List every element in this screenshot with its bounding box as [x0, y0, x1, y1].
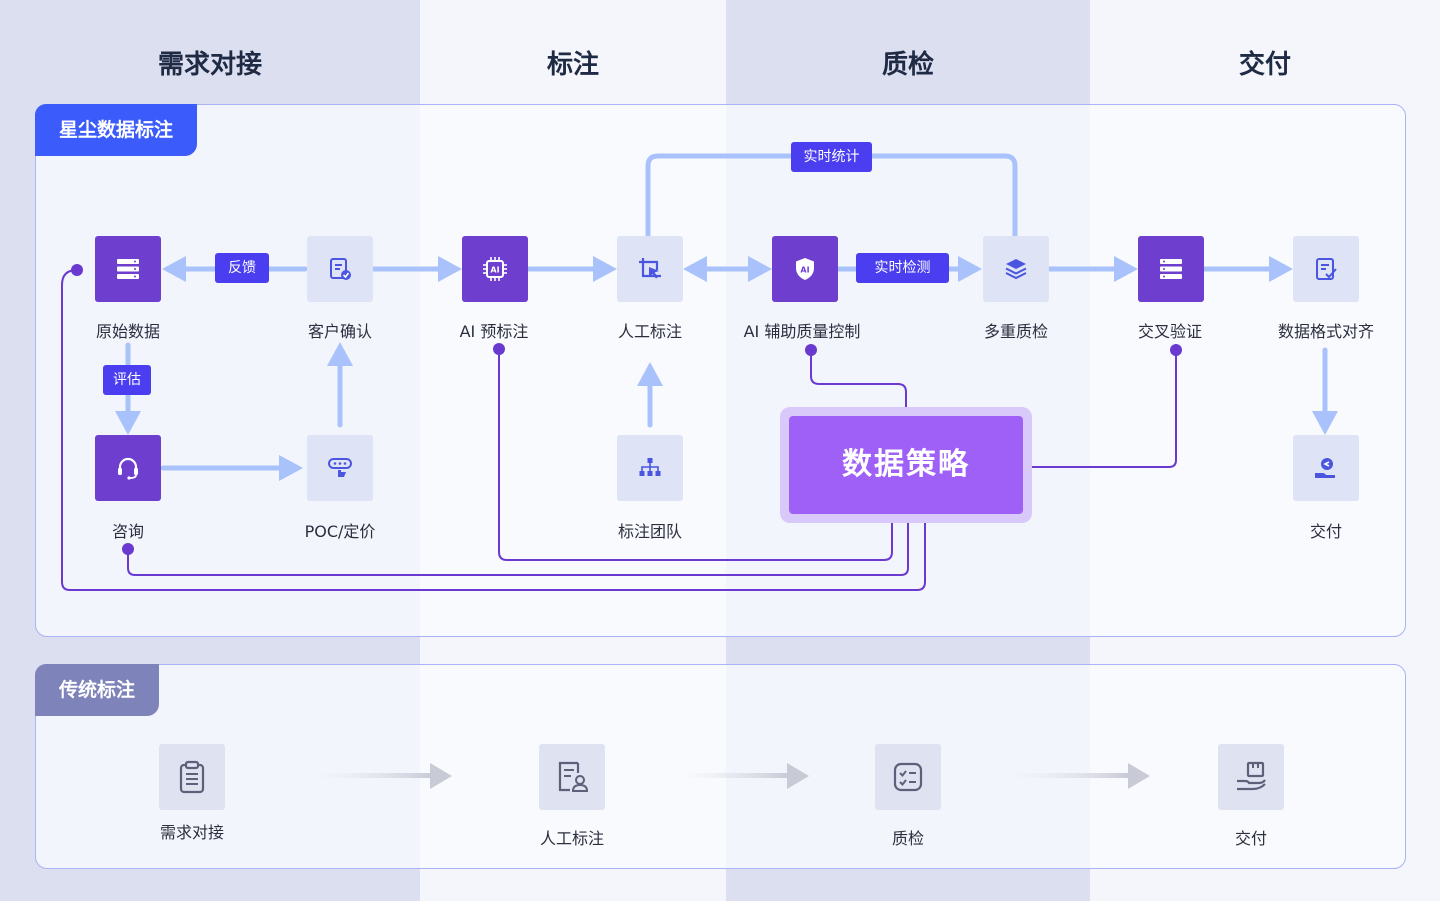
poc-pricing-label: POC/定价 — [304, 522, 376, 541]
profile-document-icon — [558, 761, 589, 792]
trad-manual-node — [539, 744, 605, 810]
multi-qc-node — [983, 236, 1049, 302]
raw-data-node — [95, 236, 161, 302]
ai-shield-icon: AI — [796, 258, 814, 280]
data-strategy-box: 数据策略 — [780, 407, 1032, 523]
cross-verify-node — [1138, 236, 1204, 302]
clipboard-icon — [179, 760, 205, 794]
crop-cursor-icon — [639, 258, 661, 279]
realtime-detect-pill: 实时检测 — [856, 253, 949, 283]
ai-qc-label: AI 辅助质量控制 — [743, 322, 861, 341]
trad-requirements-label: 需求对接 — [159, 823, 224, 842]
trad-qc-node — [875, 744, 941, 810]
trad-manual-label: 人工标注 — [539, 829, 604, 848]
server-icon — [1160, 259, 1182, 279]
ai-qc-node: AI — [772, 236, 838, 302]
deliver-node — [1293, 435, 1359, 501]
hand-package-icon — [1237, 761, 1266, 791]
column-heading-labeling: 标注 — [546, 50, 599, 80]
chat-tap-icon — [328, 458, 352, 477]
trad-requirements-node — [159, 744, 225, 810]
trad-deliver-node — [1218, 744, 1284, 810]
trad-deliver-label: 交付 — [1234, 829, 1267, 848]
checklist-icon — [893, 762, 923, 792]
document-check-icon — [330, 258, 351, 280]
poc-pricing-node — [307, 435, 373, 501]
traditional-panel: 传统标注 — [35, 664, 1406, 869]
arrowhead — [162, 256, 186, 282]
format-align-label: 数据格式对齐 — [1277, 322, 1374, 341]
label-team-label: 标注团队 — [617, 522, 682, 541]
data-strategy-label: 数据策略 — [789, 416, 1023, 514]
cross-verify-label: 交叉验证 — [1137, 322, 1202, 341]
document-edit-icon — [1316, 258, 1337, 280]
column-heading-requirements: 需求对接 — [157, 50, 262, 80]
column-heading-delivery: 交付 — [1238, 50, 1291, 80]
server-icon — [117, 259, 139, 279]
format-align-node — [1293, 236, 1359, 302]
realtime-stats-pill: 实时统计 — [791, 142, 872, 172]
client-confirm-node — [307, 236, 373, 302]
evaluate-pill: 评估 — [103, 365, 151, 395]
consult-label: 咨询 — [111, 522, 144, 541]
column-heading-qc: 质检 — [881, 50, 934, 80]
hand-give-icon — [1315, 458, 1335, 478]
ai-prelabel-node: AI — [462, 236, 528, 302]
deliver-label: 交付 — [1309, 522, 1342, 541]
multi-qc-label: 多重质检 — [983, 322, 1048, 341]
manual-label-node — [617, 236, 683, 302]
panel-tag-stardust: 星尘数据标注 — [35, 104, 198, 156]
manual-label-label: 人工标注 — [617, 322, 682, 341]
consult-node — [95, 435, 161, 501]
headset-icon — [118, 457, 138, 480]
svg-text:AI: AI — [800, 266, 809, 275]
stardust-panel: 星尘数据标注 — [35, 104, 1406, 637]
svg-text:AI: AI — [490, 266, 499, 275]
trad-qc-label: 质检 — [891, 829, 924, 848]
ai-chip-icon: AI — [483, 257, 507, 281]
org-chart-icon — [639, 458, 661, 476]
feedback-pill: 反馈 — [215, 253, 269, 283]
panel-tag-traditional: 传统标注 — [35, 664, 160, 716]
ai-prelabel-label: AI 预标注 — [459, 322, 529, 341]
client-confirm-label: 客户确认 — [307, 322, 372, 341]
layers-icon — [1005, 259, 1027, 280]
label-team-node — [617, 435, 683, 501]
raw-data-label: 原始数据 — [95, 322, 160, 341]
